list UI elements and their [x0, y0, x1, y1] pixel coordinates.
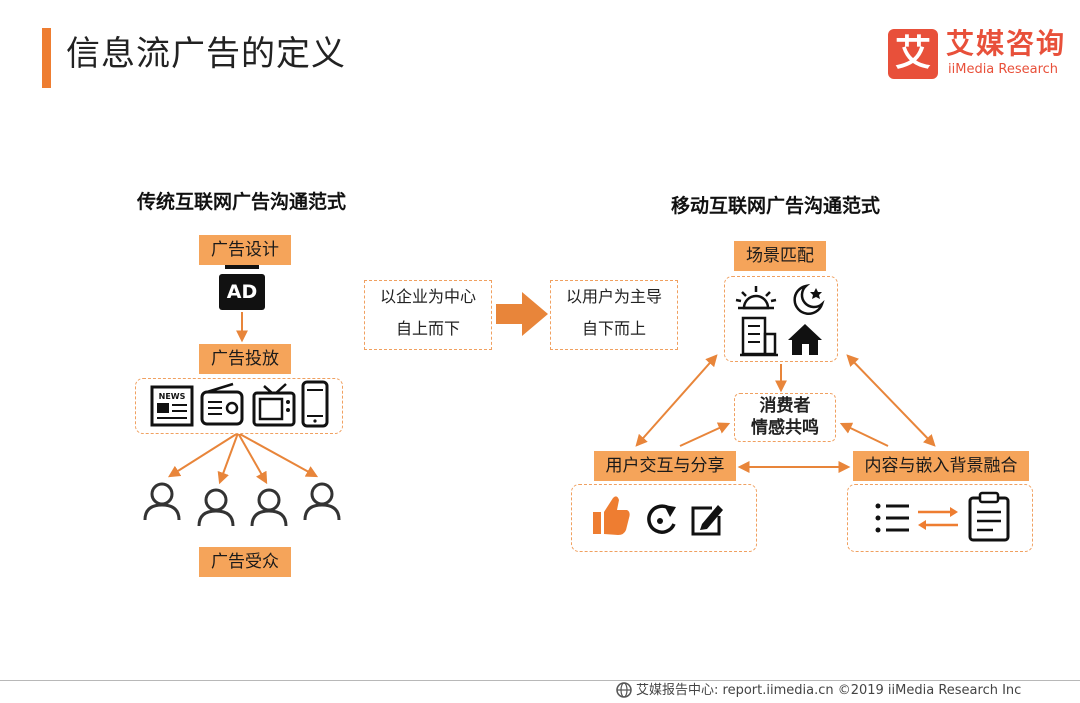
person-icon	[143, 482, 181, 521]
shift-to-line2: 自下而上	[581, 319, 646, 338]
consumer-line2: 情感共鸣	[751, 418, 819, 438]
tag-ad-placement: 广告投放	[199, 344, 291, 374]
consumer-line1: 消费者	[759, 396, 811, 416]
shift-to-line1: 以用户为主导	[565, 287, 662, 306]
interaction-icons-box	[571, 484, 757, 552]
traditional-heading: 传统互联网广告沟通范式	[137, 191, 347, 213]
footer-text: 艾媒报告中心: report.iimedia.cn ©2019 iiMedia …	[636, 683, 1022, 698]
shift-to-box: 以用户为主导 自下而上	[550, 280, 678, 350]
tag-content-fusion: 内容与嵌入背景融合	[853, 451, 1029, 481]
tag-ad-design: 广告设计	[199, 235, 291, 265]
shift-from-line1: 以企业为中心	[379, 287, 476, 306]
shift-from-line2: 自上而下	[395, 319, 460, 338]
person-icon	[303, 482, 341, 521]
mobile-heading: 移动互联网广告沟通范式	[671, 195, 881, 217]
tag-ad-audience: 广告受众	[199, 547, 291, 577]
arrows-media-to-audience	[167, 432, 319, 485]
title-accent-bar	[42, 28, 51, 88]
shift-arrow	[496, 292, 548, 336]
arrow-interaction-scene	[635, 354, 718, 447]
tag-user-interaction: 用户交互与分享	[594, 451, 736, 481]
footer-divider	[0, 680, 1080, 681]
person-icon	[197, 488, 235, 527]
logo-name: 艾媒咨询	[946, 27, 1067, 60]
newspaper-icon-label: NEWS	[159, 392, 186, 401]
arrow-content-to-consumer	[839, 422, 889, 447]
person-icon	[250, 488, 288, 527]
consumer-node: 消费者 情感共鸣	[734, 393, 836, 442]
page-title: 信息流广告的定义	[66, 34, 346, 74]
arrow-interaction-to-consumer	[679, 422, 731, 447]
ad-icon: AD	[219, 274, 265, 310]
tag-scene-match: 场景匹配	[734, 241, 826, 271]
logo-mark: 艾	[888, 29, 938, 79]
shift-from-box: 以企业为中心 自上而下	[364, 280, 492, 350]
logo-english: iiMedia Research	[948, 62, 1059, 77]
ad-icon-top	[225, 265, 259, 269]
arrow-content-scene	[846, 354, 936, 447]
